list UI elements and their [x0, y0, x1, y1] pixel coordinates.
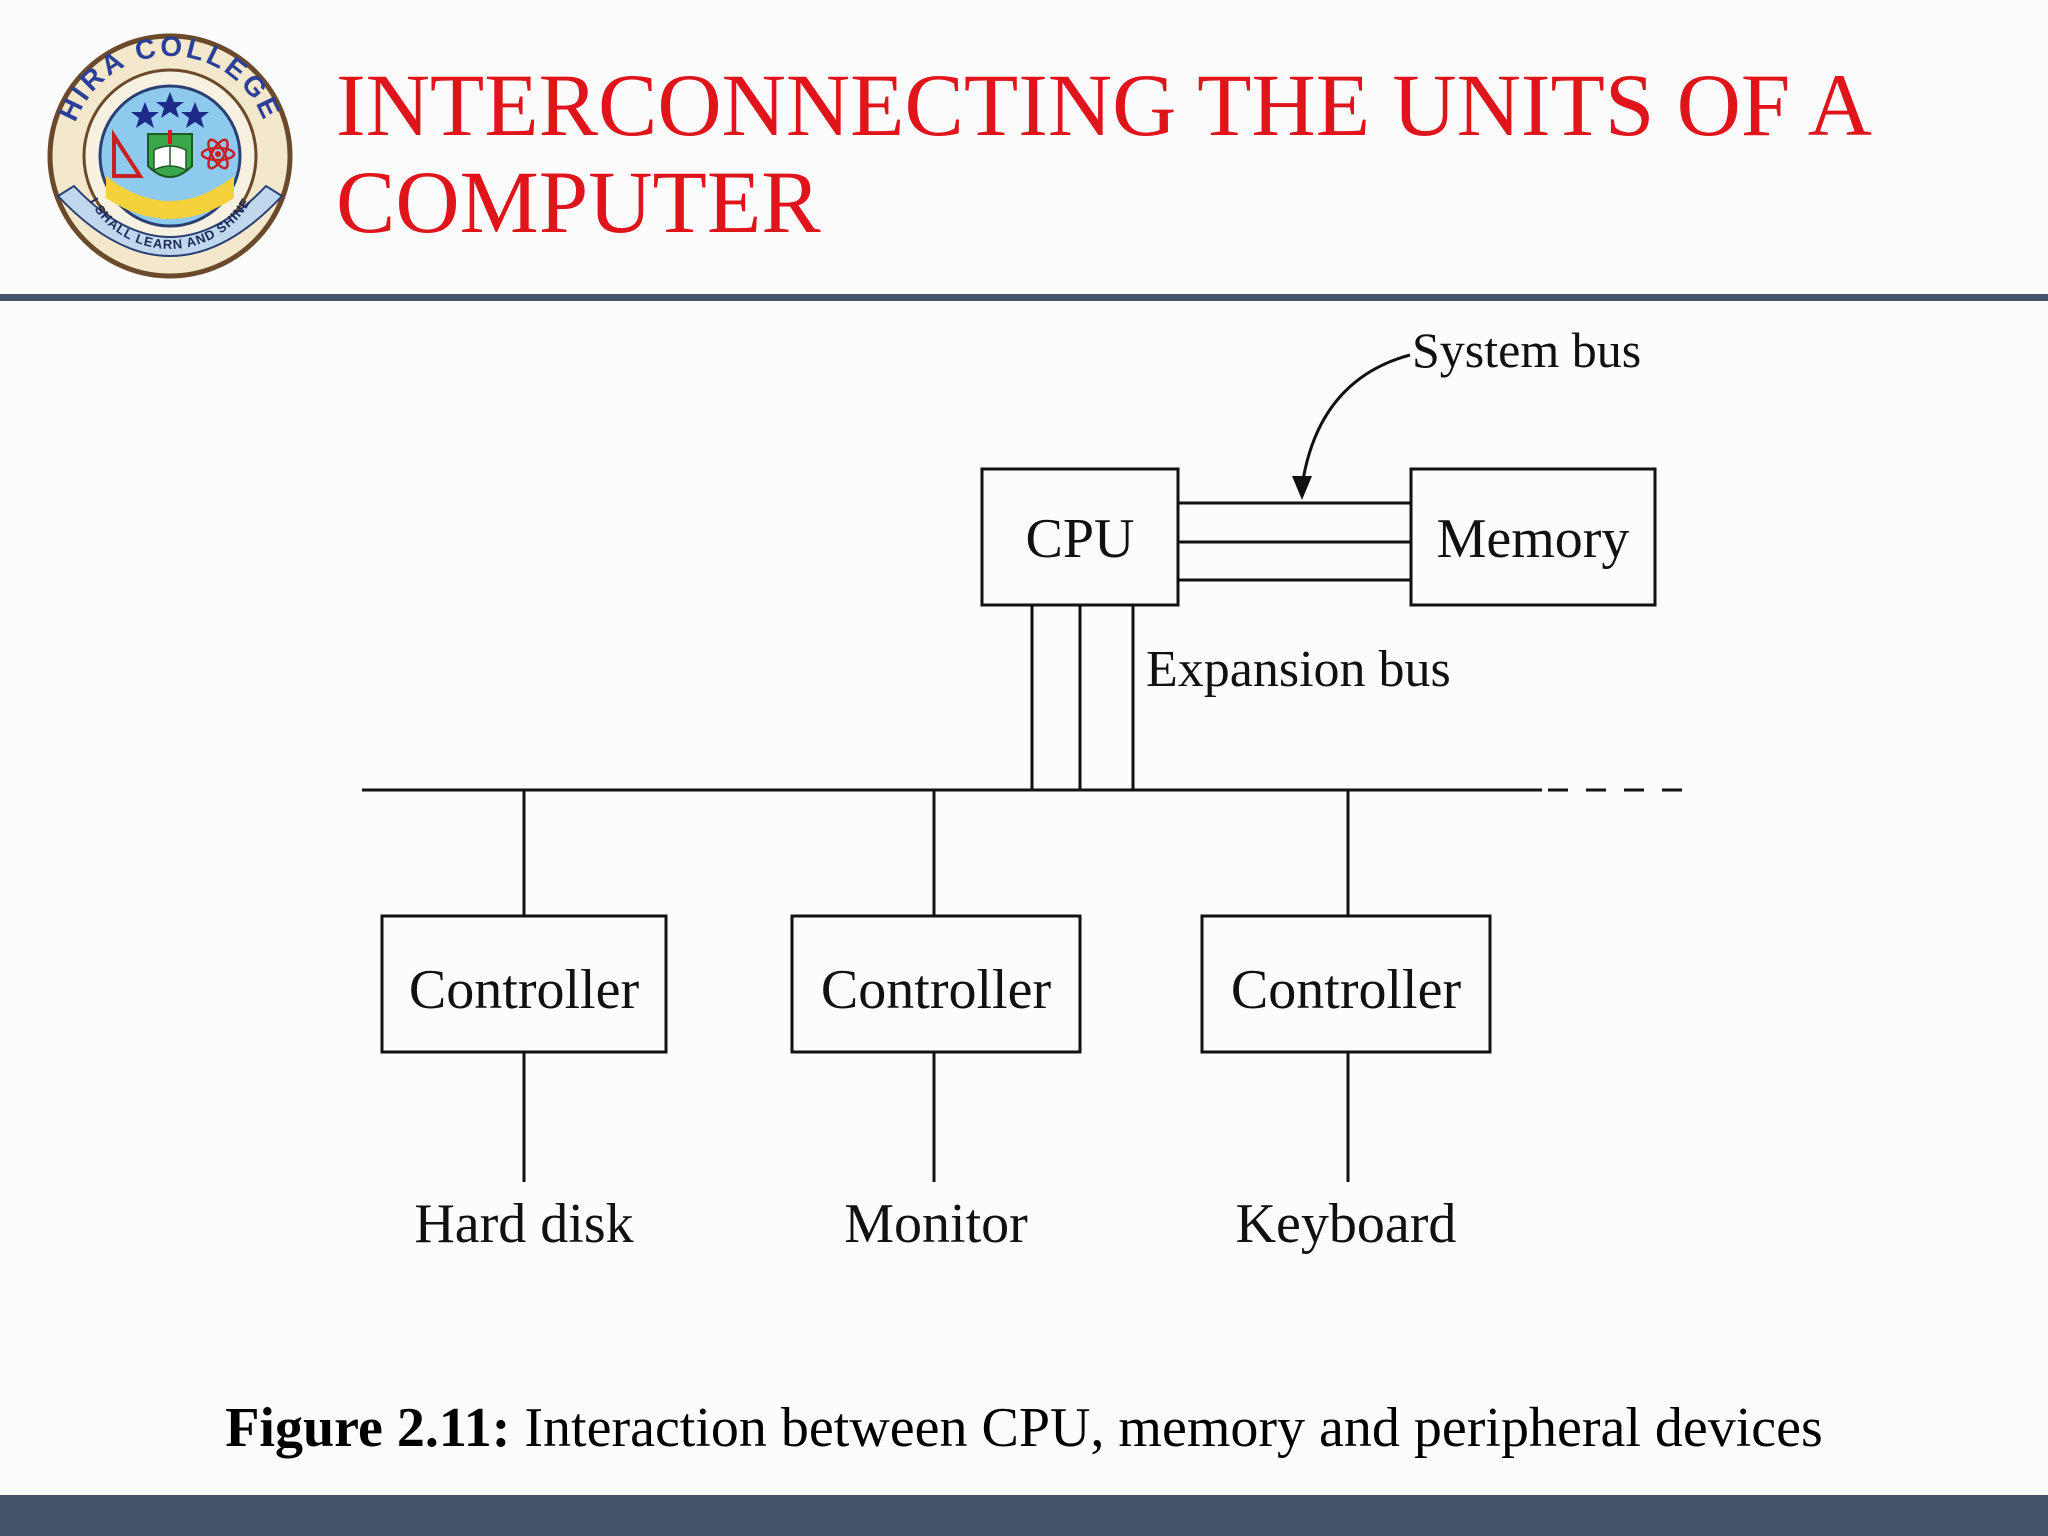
footer-bar [0, 1495, 2048, 1536]
controller-2-label: Controller [821, 959, 1052, 1021]
slide-title-line-2: COMPUTER [336, 154, 821, 252]
figure-number: Figure 2.11: [225, 1397, 511, 1459]
hard-disk-label: Hard disk [414, 1193, 633, 1255]
college-crest-icon: HIRA COLLEGE I SHALL LEARN AND SHINE [47, 31, 293, 279]
memory-box [1409, 467, 1657, 607]
title-divider [0, 294, 2048, 301]
controller-3-label: Controller [1231, 959, 1462, 1021]
system-bus-arrowhead [1292, 476, 1312, 500]
slide-title: INTERCONNECTING THE UNITS OF A COMPUTER [336, 58, 2016, 252]
monitor-label: Monitor [844, 1193, 1028, 1255]
figure-caption-text: Interaction between CPU, memory and peri… [510, 1397, 1823, 1459]
expansion-bus-label: Expansion bus [1146, 641, 1451, 698]
controller-3-box [1200, 914, 1492, 1054]
system-bus-pointer-arrow [1300, 353, 1411, 487]
controller-2-box [790, 914, 1082, 1054]
controller-1-label: Controller [409, 959, 640, 1021]
figure-caption: Figure 2.11: Interaction between CPU, me… [0, 1396, 2048, 1460]
bus-diagram: System bus CPU Memory Expansion bus Cont… [362, 322, 1690, 1255]
memory-label: Memory [1437, 508, 1630, 570]
system-bus-label: System bus [1412, 322, 1641, 378]
expansion-bus-lines [1030, 605, 1135, 790]
system-bus-lines [1178, 501, 1411, 582]
slide-title-line-1: INTERCONNECTING THE UNITS OF A [336, 57, 1873, 155]
keyboard-label: Keyboard [1236, 1193, 1457, 1255]
cpu-label: CPU [1026, 508, 1135, 570]
